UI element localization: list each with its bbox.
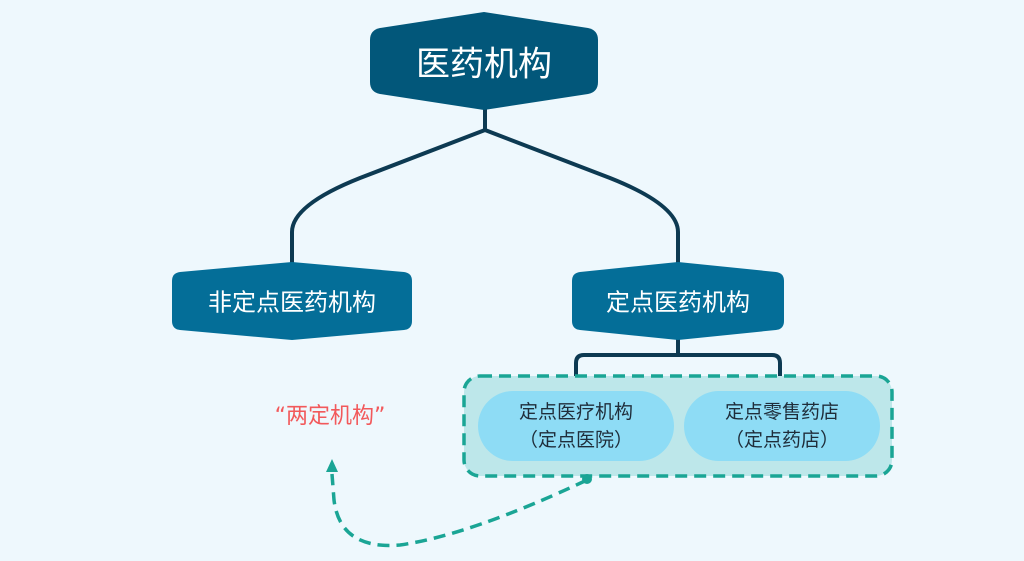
leaf-shape-hospital	[478, 391, 674, 461]
leaf-node-pharmacy: 定点零售药店 （定点药店）	[725, 398, 839, 454]
connector-designated-split	[574, 353, 782, 392]
non-designated-node-shape	[172, 262, 412, 340]
arrow-head-icon	[326, 459, 338, 472]
two-designated-annotation: “两定机构”	[274, 404, 386, 429]
leaf-hospital-line1: 定点医疗机构	[518, 401, 634, 423]
leaf-node-hospital: 定点医疗机构 （定点医院）	[519, 398, 633, 454]
leaf-hospital-line2: （定点医院）	[518, 429, 634, 451]
root-node-shape	[370, 12, 598, 110]
designated-node-label: 定点医药机构	[606, 288, 750, 317]
leaf-shape-pharmacy	[684, 391, 880, 461]
designated-node-shape	[572, 262, 784, 340]
annotation-arrow-origin-dot	[582, 474, 592, 484]
leaf-pharmacy-line2: （定点药店）	[724, 429, 840, 451]
leaf-pharmacy-line1: 定点零售药店	[724, 401, 840, 423]
root-node-label: 医药机构	[416, 44, 552, 85]
connector-root-to-designated	[484, 128, 680, 268]
annotation-arrow-path	[330, 473, 588, 548]
non-designated-node-label: 非定点医药机构	[208, 288, 376, 317]
connector-root-to-non-designated	[290, 128, 486, 268]
